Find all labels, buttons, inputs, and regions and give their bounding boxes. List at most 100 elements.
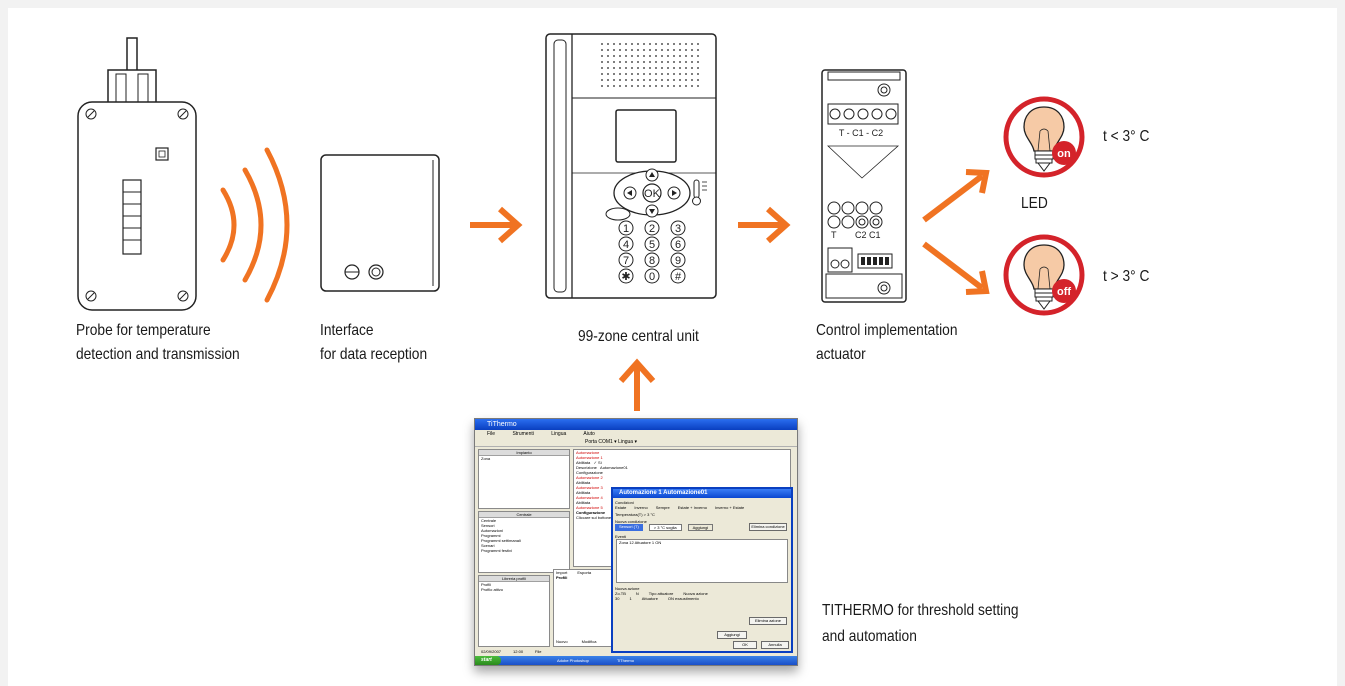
export-button[interactable]: Esporta bbox=[577, 570, 592, 575]
led-on-bulb-icon: on bbox=[1003, 96, 1085, 178]
action-val[interactable]: Attuatore bbox=[641, 596, 658, 601]
keypad-key-label: 4 bbox=[623, 239, 629, 251]
software-toolbar[interactable]: Porta COM1 ▾ Lingua ▾ bbox=[475, 438, 797, 447]
automation-row[interactable]: Configurazione bbox=[576, 470, 603, 475]
receiver-interface-device bbox=[320, 154, 440, 292]
menu-item-file[interactable]: File bbox=[487, 431, 496, 437]
status-date: 02/09/2007 bbox=[481, 649, 502, 654]
status-time: 12:00 bbox=[513, 649, 524, 654]
temperature-condition: Temperatura(T) > 3 °C bbox=[615, 512, 655, 517]
keypad-key-button bbox=[618, 236, 634, 252]
automation-row[interactable]: Automazione 1 bbox=[576, 455, 603, 460]
menu-item-aiuto[interactable]: Aiuto bbox=[583, 431, 595, 437]
add-action-button[interactable]: Aggiungi bbox=[717, 631, 747, 639]
actuator-bottom-left-terminal: T bbox=[831, 230, 837, 240]
keypad-key-label: 6 bbox=[675, 239, 681, 251]
new-action-label: Nuova azione bbox=[615, 586, 640, 591]
taskbar-item[interactable]: Adobe Photoshop bbox=[557, 658, 589, 663]
keypad-key-label: ✱ bbox=[621, 271, 630, 283]
import-export-row: Import Esporta bbox=[554, 570, 612, 575]
keypad-key-button bbox=[644, 252, 660, 268]
edit-profile-button[interactable]: Modifica bbox=[581, 639, 597, 644]
tithermo-label-line2: and automation bbox=[822, 628, 917, 645]
keypad-key-label: 0 bbox=[649, 271, 655, 283]
centrale-item[interactable]: Programmi festivi bbox=[481, 548, 512, 553]
menu-item-lingua[interactable]: Lingua bbox=[551, 431, 567, 437]
automation-row[interactable]: Abilitata bbox=[576, 480, 591, 485]
radio-inverno-estate[interactable]: Inverno + Estate bbox=[714, 505, 745, 510]
automation-row: Abilitata ✓ Si bbox=[576, 460, 602, 465]
centrale-item[interactable]: Programmi settimanali bbox=[481, 538, 521, 543]
radio-inverno[interactable]: Inverno bbox=[634, 505, 648, 510]
centrale-item[interactable]: Programmi bbox=[481, 533, 501, 538]
automation-row[interactable]: Automazione 5 bbox=[576, 505, 603, 510]
automation-dialog: Automazione 1 Automazione01 Condizioni E… bbox=[611, 487, 793, 653]
centrale-item[interactable]: Scenari bbox=[481, 543, 495, 548]
action-val[interactable]: 30 bbox=[615, 596, 620, 601]
led-off-bulb-icon: off bbox=[1003, 234, 1085, 316]
keypad-key-button bbox=[644, 220, 660, 236]
menu-item-strumenti[interactable]: Strumenti bbox=[512, 431, 534, 437]
probe-label-line2: detection and transmission bbox=[76, 346, 240, 363]
arrow-to-actuator bbox=[738, 206, 791, 244]
automation-row[interactable]: Abilitata bbox=[576, 490, 591, 495]
keypad-key-button bbox=[670, 268, 686, 284]
centrale-header: Centrale bbox=[479, 512, 569, 518]
tithermo-software-screenshot: TiThermo File Strumenti Lingua Aiuto Por… bbox=[474, 418, 798, 666]
keypad-key-label: 1 bbox=[623, 223, 629, 235]
actuator-bottom-right-terminals: C2 C1 bbox=[855, 230, 881, 240]
new-profile-button[interactable]: Nuovo bbox=[556, 639, 568, 644]
automation-row[interactable]: Automazione 4 bbox=[576, 495, 603, 500]
libreria-header: Libreria profili bbox=[479, 576, 549, 582]
add-condition-button[interactable]: Aggiungi bbox=[687, 524, 714, 531]
centrale-item[interactable]: Centrale bbox=[481, 518, 497, 523]
events-label: Eventi bbox=[615, 534, 627, 539]
enabled-value: Si bbox=[598, 460, 602, 465]
centrale-item[interactable]: Sensori bbox=[481, 523, 495, 528]
import-button[interactable]: Import bbox=[556, 570, 568, 575]
automation-row[interactable]: Automazione 2 bbox=[576, 475, 603, 480]
centrale-item[interactable]: Automazioni bbox=[481, 528, 504, 533]
conditions-label: Condizioni bbox=[615, 500, 634, 505]
radio-sempre[interactable]: Sempre bbox=[655, 505, 670, 510]
arrow-to-led-on bbox=[922, 169, 990, 223]
libreria-item[interactable]: Profili bbox=[481, 582, 492, 587]
description-value: Automazione01 bbox=[600, 465, 628, 470]
keypad-key-label: 9 bbox=[675, 255, 681, 267]
remove-condition-button[interactable]: Elimina condizione bbox=[749, 523, 787, 531]
led-on-badge: on bbox=[1057, 148, 1071, 160]
dialog-cancel-button[interactable]: Annulla bbox=[761, 641, 789, 649]
on-condition-label: t < 3° C bbox=[1103, 128, 1150, 145]
automation-row[interactable]: Automazione 3 bbox=[576, 485, 603, 490]
action-columns: Zo.TB N Tipo attuatore Nuova azione bbox=[613, 591, 791, 596]
start-button[interactable]: start bbox=[475, 656, 501, 665]
impianto-item-zona[interactable]: Zona bbox=[481, 456, 491, 461]
action-val[interactable]: ON exaustimento bbox=[667, 596, 699, 601]
radio-estate[interactable]: Estate bbox=[615, 505, 627, 510]
automation-row[interactable]: Automazione bbox=[576, 450, 600, 455]
descrizione-label: Descrizione bbox=[576, 465, 597, 470]
wireless-signal-icon bbox=[220, 147, 290, 303]
action-val[interactable]: 1 bbox=[629, 596, 632, 601]
radio-estate-inverno[interactable]: Estate + Inverno bbox=[677, 505, 707, 510]
event-line: Zona 12 Attuatore 1 ON bbox=[619, 540, 662, 545]
events-list[interactable]: Zona 12 Attuatore 1 ON bbox=[616, 539, 788, 583]
automation-row[interactable]: Abilitata bbox=[576, 500, 591, 505]
libreria-item[interactable]: Profilo attivo bbox=[481, 587, 504, 592]
actuator-top-terminals: T - C1 - C2 bbox=[839, 128, 883, 138]
led-off-badge: off bbox=[1057, 286, 1071, 298]
taskbar-item[interactable]: TiThermo bbox=[617, 658, 634, 663]
keypad-key-button bbox=[644, 236, 660, 252]
remove-action-button[interactable]: Elimina azione bbox=[749, 617, 787, 625]
season-radios: Estate Inverno Sempre Estate + Inverno I… bbox=[613, 505, 791, 510]
keypad-key-button bbox=[618, 268, 634, 284]
led-label: LED bbox=[1021, 195, 1048, 212]
profili-panel: Import Esporta Profili Nuovo Modifica bbox=[553, 569, 613, 647]
dialog-ok-button[interactable]: OK bbox=[733, 641, 757, 649]
software-window-title: TiThermo bbox=[475, 419, 797, 430]
actuator-device: T - C1 - C2 T C2 C1 bbox=[821, 69, 907, 303]
software-menu-bar: File Strumenti Lingua Aiuto bbox=[475, 430, 797, 438]
action-col: N bbox=[635, 591, 639, 596]
threshold-select[interactable]: > 3 °C soglia bbox=[648, 524, 682, 531]
sensor-select[interactable]: Sensori (T) bbox=[615, 524, 643, 531]
